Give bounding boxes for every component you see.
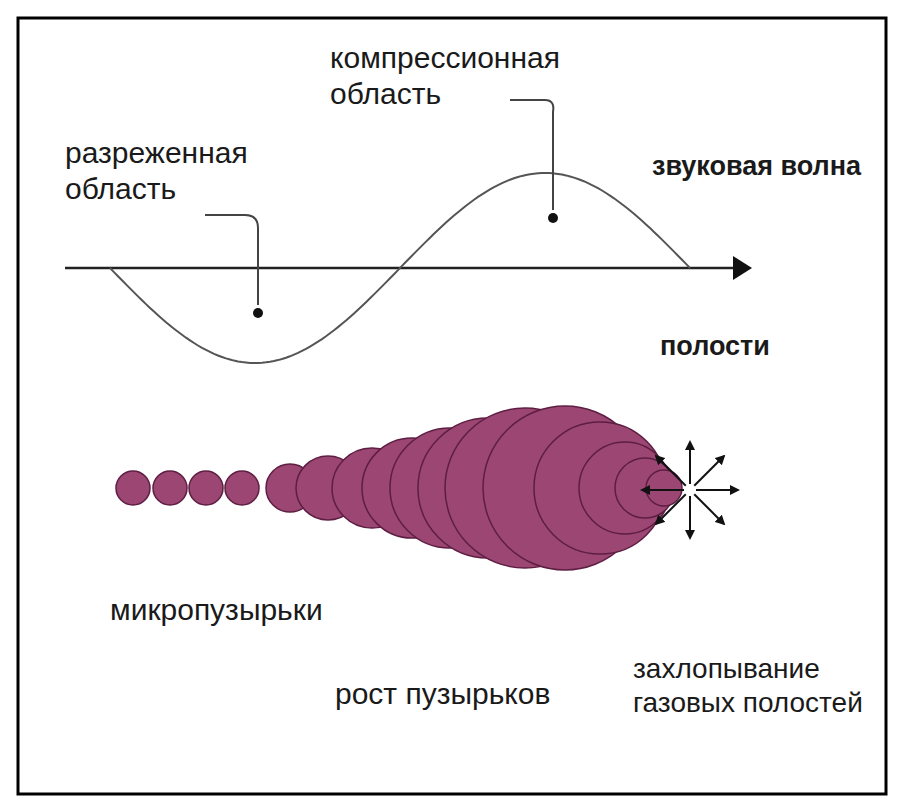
- section-title: полости: [660, 330, 770, 362]
- burst-arrow: [696, 489, 738, 491]
- sound-wave: [110, 173, 690, 363]
- burst-arrow: [656, 494, 686, 524]
- rarefaction-dot: [253, 308, 263, 318]
- burst-arrow: [694, 456, 724, 486]
- axis-arrowhead: [733, 256, 752, 280]
- burst-arrow: [656, 456, 686, 486]
- bubble: [116, 471, 150, 505]
- frame: [18, 18, 886, 794]
- burst-arrow: [694, 494, 724, 524]
- bubble: [225, 471, 259, 505]
- burst-arrow: [689, 496, 691, 538]
- leader-line: [205, 215, 258, 305]
- bubble: [189, 471, 223, 505]
- stage-label: захлопывание газовых полостей: [633, 652, 878, 719]
- wave-title: звуковая волна: [652, 150, 861, 182]
- burst-arrow: [689, 442, 691, 484]
- collapse-burst: [642, 442, 738, 538]
- burst-arrow: [642, 489, 684, 491]
- bubbles: [116, 406, 682, 570]
- stage-label: рост пузырьков: [335, 676, 550, 712]
- stage-label: микропузырьки: [110, 592, 323, 628]
- region-label: разреженная область: [65, 135, 248, 207]
- leader-line: [510, 100, 553, 210]
- compression-dot: [548, 213, 558, 223]
- bubble: [153, 471, 187, 505]
- region-label: компрессионная область: [330, 40, 560, 112]
